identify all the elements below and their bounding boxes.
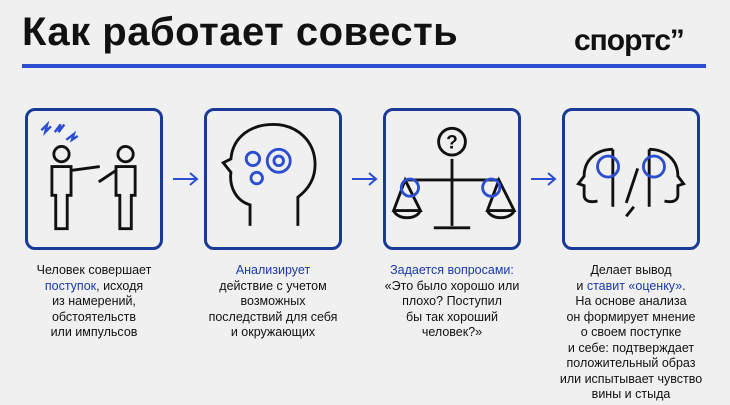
arrow-right-icon (531, 172, 557, 186)
step-2-card (204, 108, 342, 250)
question-mark: ? (446, 132, 458, 153)
sports-logo: спортс’’ (574, 24, 685, 57)
faces-judgement-icon (576, 147, 686, 218)
people-conflict-icon (40, 120, 137, 231)
arrow-right-icon (352, 172, 378, 186)
head-gears-icon (221, 123, 317, 226)
step-4-card (562, 108, 700, 250)
divider (22, 64, 706, 68)
scales-question-icon: ? (391, 126, 517, 230)
step-3-card: ? (383, 108, 521, 250)
arrow-right-icon (173, 172, 199, 186)
step-1-card (25, 108, 163, 250)
page-title: Как работает совесть (22, 10, 459, 54)
